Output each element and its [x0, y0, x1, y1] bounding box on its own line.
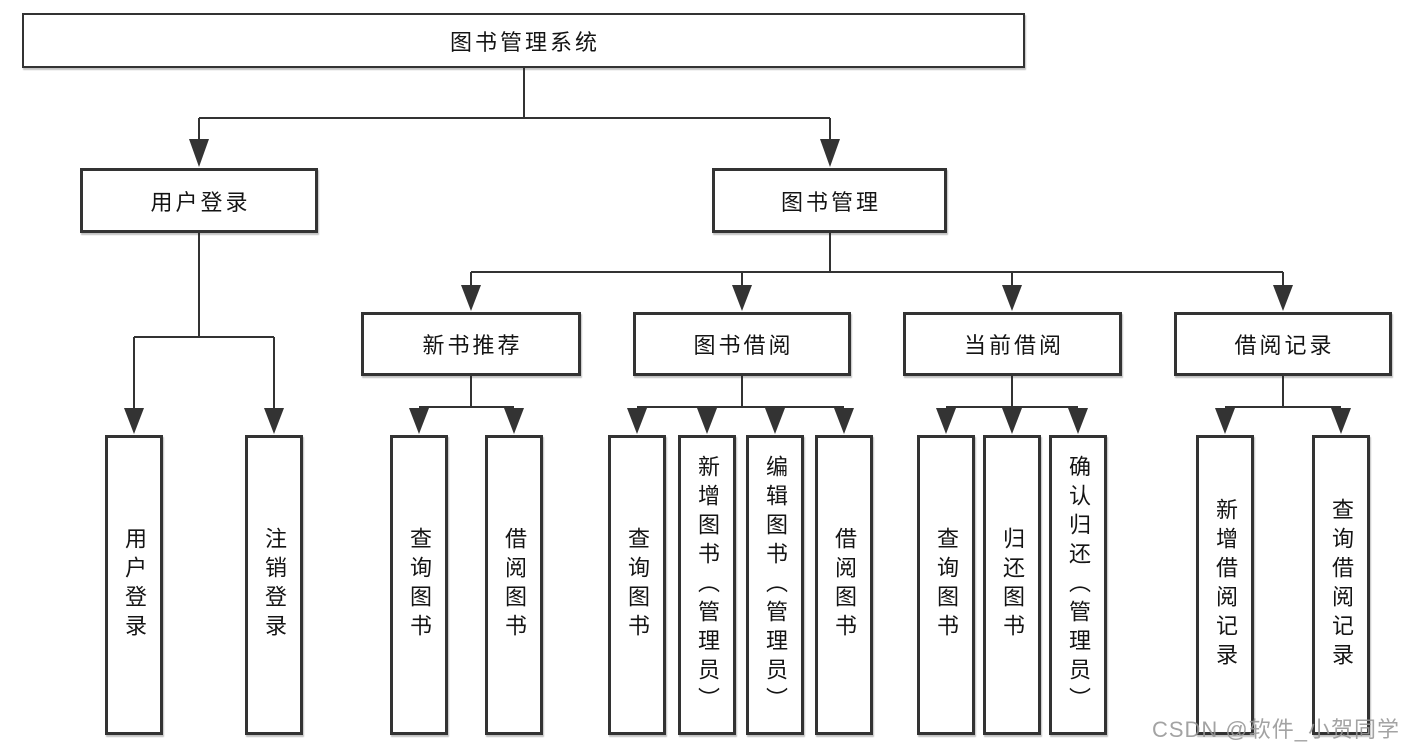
node-current-borrowing: 当前借阅: [903, 312, 1122, 376]
leaf-logout: 注销登录: [245, 435, 303, 735]
group-connectors: [419, 376, 1341, 408]
node-library-management-system: 图书管理系统: [22, 13, 1025, 68]
node-book-borrowing: 图书借阅: [633, 312, 851, 376]
book-management-connectors: [470, 233, 1284, 287]
leaf-borrowing-borrow-book: 借阅图书: [815, 435, 873, 735]
user-login-connectors: [133, 233, 275, 410]
leaf-borrowing-edit-book-admin: 编辑图书（管理员）: [746, 435, 804, 735]
node-borrowing-records: 借阅记录: [1174, 312, 1392, 376]
csdn-watermark: CSDN @软件_小贺同学: [1151, 717, 1400, 742]
leaf-current-query-book: 查询图书: [917, 435, 975, 735]
leaf-borrowing-query-book: 查询图书: [608, 435, 666, 735]
leaf-user-login: 用户登录: [105, 435, 163, 735]
leaf-current-confirm-return-admin: 确认归还（管理员）: [1049, 435, 1107, 735]
leaf-records-add-borrow-record: 新增借阅记录: [1196, 435, 1254, 735]
leaf-borrowing-add-book-admin: 新增图书（管理员）: [678, 435, 736, 735]
leaf-records-query-borrow-record: 查询借阅记录: [1312, 435, 1370, 735]
root-connectors: [198, 68, 831, 141]
node-new-book-recommendation: 新书推荐: [361, 312, 581, 376]
node-book-management: 图书管理: [712, 168, 947, 233]
leaf-recommend-query-book: 查询图书: [390, 435, 448, 735]
node-user-login: 用户登录: [80, 168, 318, 233]
leaf-recommend-borrow-book: 借阅图书: [485, 435, 543, 735]
arrowheads: [124, 139, 1351, 434]
leaf-current-return-book: 归还图书: [983, 435, 1041, 735]
